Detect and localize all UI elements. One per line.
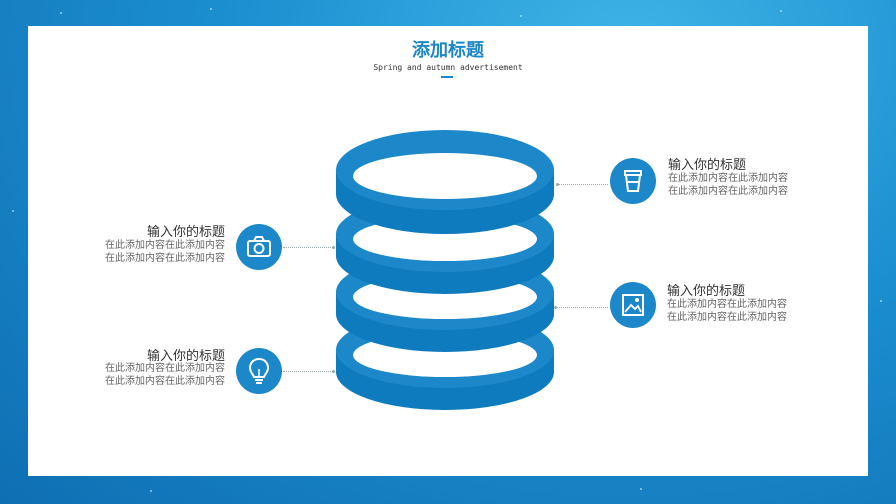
star	[520, 15, 522, 17]
connector-dot	[554, 306, 557, 309]
connector-dot	[556, 183, 559, 186]
cup-icon-circle	[610, 158, 656, 204]
star	[640, 488, 642, 490]
star	[210, 8, 212, 10]
connector-line	[283, 247, 333, 248]
star	[60, 12, 62, 14]
connector-dot	[332, 246, 335, 249]
item-desc-line1: 在此添加内容在此添加内容	[105, 363, 225, 374]
item-title: 输入你的标题	[667, 284, 746, 299]
star	[150, 490, 152, 492]
camera-icon	[247, 236, 271, 257]
item-title: 输入你的标题	[668, 158, 747, 173]
connector-line	[283, 371, 333, 372]
lightbulb-icon	[248, 357, 270, 384]
connector-line	[556, 307, 608, 308]
star	[880, 300, 882, 302]
cup-icon	[624, 170, 642, 192]
star	[12, 210, 14, 212]
item-title: 输入你的标题	[146, 349, 225, 364]
item-desc-line2: 在此添加内容在此添加内容	[667, 312, 787, 323]
lightbulb-icon-circle	[236, 348, 282, 394]
ring-1	[336, 130, 554, 234]
picture-icon	[622, 294, 644, 316]
slide-title: 添加标题	[412, 40, 484, 61]
subtitle-underline	[441, 76, 453, 78]
item-title: 输入你的标题	[146, 225, 225, 240]
connector-dot	[332, 370, 335, 373]
slide-subtitle: Spring and autumn advertisement	[373, 63, 523, 72]
camera-icon-circle	[236, 224, 282, 270]
item-desc-line1: 在此添加内容在此添加内容	[105, 240, 225, 251]
item-desc-line2: 在此添加内容在此添加内容	[105, 253, 225, 264]
item-desc-line1: 在此添加内容在此添加内容	[668, 173, 788, 184]
connector-line	[558, 184, 608, 185]
star	[780, 10, 782, 12]
picture-icon-circle	[610, 282, 656, 328]
item-desc-line2: 在此添加内容在此添加内容	[105, 376, 225, 387]
item-desc-line1: 在此添加内容在此添加内容	[667, 299, 787, 310]
item-desc-line2: 在此添加内容在此添加内容	[668, 186, 788, 197]
